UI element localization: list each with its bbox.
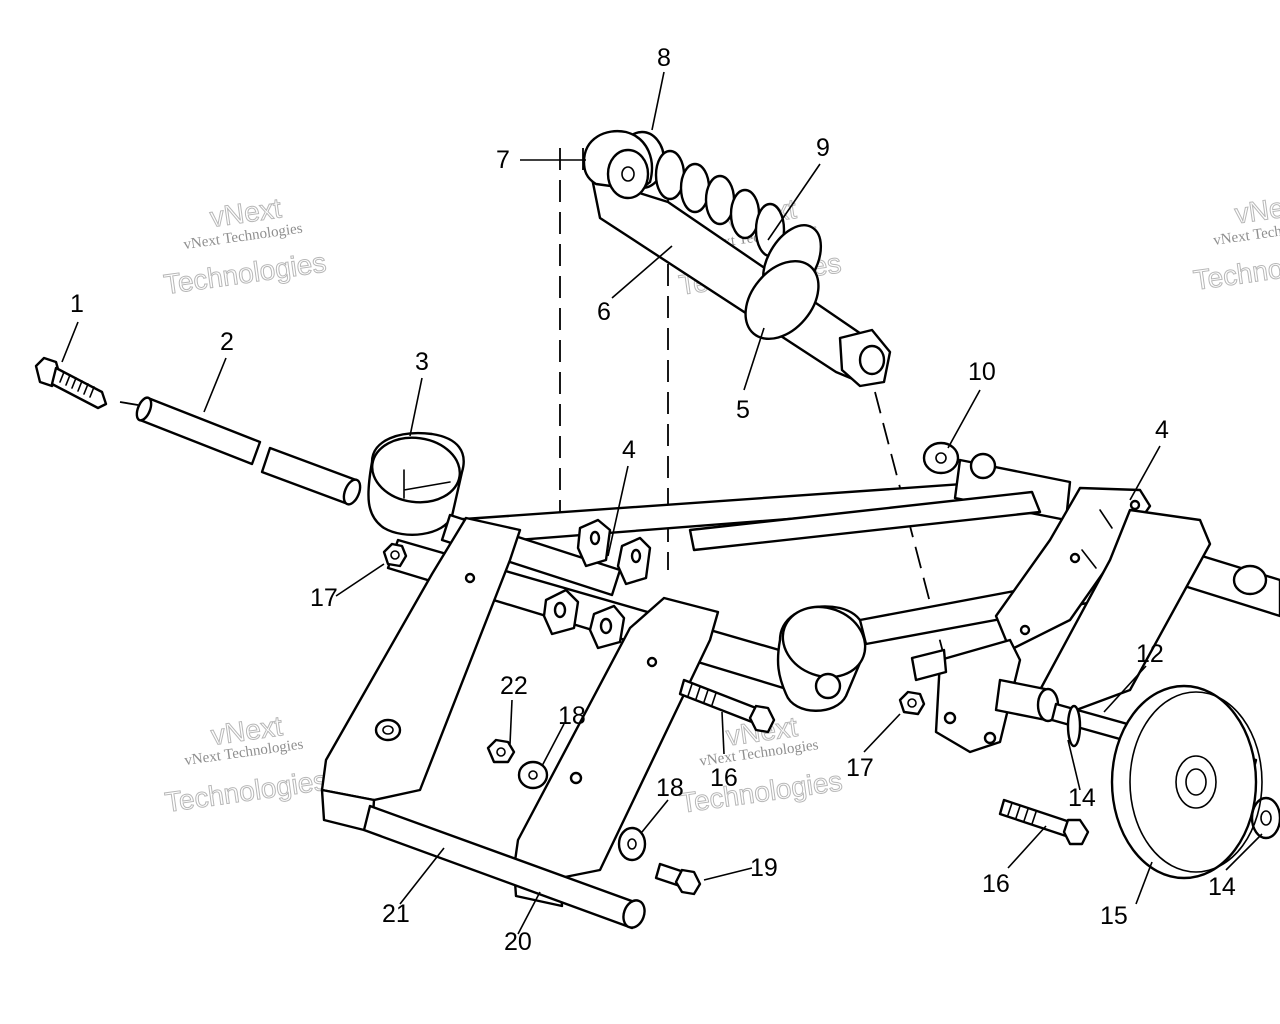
cross-tubes bbox=[448, 452, 1072, 552]
bracket-part-4-center bbox=[542, 518, 652, 650]
callout-16-right: 16 bbox=[982, 870, 1010, 898]
callout-2: 2 bbox=[220, 328, 234, 356]
callout-22: 22 bbox=[500, 672, 528, 700]
link-arm-part-21 bbox=[320, 516, 522, 834]
shock-absorber bbox=[582, 129, 892, 388]
bushing-part-3 bbox=[367, 432, 465, 536]
callout-3: 3 bbox=[415, 348, 429, 376]
bolt-part-19 bbox=[654, 862, 702, 896]
bolt-part-16-center bbox=[678, 678, 776, 734]
callout-18-upper: 18 bbox=[558, 702, 586, 730]
callout-17-left: 17 bbox=[310, 584, 338, 612]
callout-5: 5 bbox=[736, 396, 750, 424]
callout-1: 1 bbox=[70, 290, 84, 318]
washer-part-18-upper bbox=[517, 760, 549, 790]
callout-15: 15 bbox=[1100, 902, 1128, 930]
svg-text:Technologies: Technologies bbox=[1192, 243, 1280, 296]
callout-12: 12 bbox=[1136, 640, 1164, 668]
callout-16-center: 16 bbox=[710, 764, 738, 792]
bracket-part-4-right bbox=[994, 486, 1212, 718]
watermark-lower-left: vNext vNext Technologies Technologies bbox=[162, 710, 329, 819]
watermark-upper-left: vNext vNext Technologies Technologies bbox=[161, 192, 328, 301]
callout-17-right: 17 bbox=[846, 754, 874, 782]
nut-part-17-right bbox=[898, 690, 926, 716]
lower-cross-shaft bbox=[362, 804, 646, 930]
svg-text:Technologies: Technologies bbox=[163, 765, 329, 818]
callout-7: 7 bbox=[496, 146, 510, 174]
nut-part-22 bbox=[486, 738, 516, 764]
washer-part-14-left bbox=[1066, 704, 1082, 748]
callout-4-center: 4 bbox=[622, 436, 636, 464]
link-plate-right bbox=[910, 638, 1022, 754]
callout-14-right: 14 bbox=[1208, 873, 1236, 901]
callout-labels: 1 2 3 4 4 5 6 7 8 9 10 12 14 14 15 16 16… bbox=[70, 44, 1236, 956]
idler-wheel-part-15 bbox=[1110, 684, 1263, 880]
svg-text:Technologies: Technologies bbox=[678, 765, 844, 818]
callout-14-left: 14 bbox=[1068, 784, 1096, 812]
nut-part-17-left bbox=[382, 542, 408, 568]
bolt-part-1 bbox=[34, 356, 108, 410]
callout-19: 19 bbox=[750, 854, 778, 882]
callout-10: 10 bbox=[968, 358, 996, 386]
watermark-upper-right: vNext vNext Technologies Technologies bbox=[1191, 188, 1280, 296]
callout-9: 9 bbox=[816, 134, 830, 162]
shaft-part-2 bbox=[135, 396, 362, 506]
svg-text:vNext: vNext bbox=[1233, 189, 1280, 230]
leader-lines bbox=[61, 71, 1263, 935]
bushing-right bbox=[776, 605, 867, 712]
washer-part-10 bbox=[922, 441, 960, 475]
callout-20: 20 bbox=[504, 928, 532, 956]
callout-18-lower: 18 bbox=[656, 774, 684, 802]
bolt-part-16-right bbox=[998, 798, 1090, 846]
callout-8: 8 bbox=[657, 44, 671, 72]
callout-6: 6 bbox=[597, 298, 611, 326]
washer-part-18-lower bbox=[617, 826, 647, 862]
callout-21: 21 bbox=[382, 900, 410, 928]
callout-4-right: 4 bbox=[1155, 416, 1169, 444]
svg-text:Technologies: Technologies bbox=[162, 247, 328, 300]
